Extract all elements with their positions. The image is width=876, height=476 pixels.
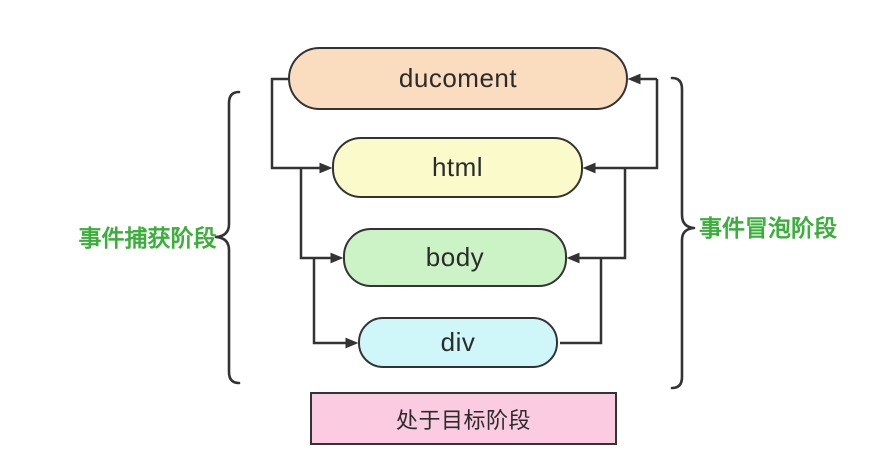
node-html: html [332, 137, 583, 198]
bubble-arrow-into-body [566, 168, 627, 264]
capture-phase-brace [214, 90, 241, 385]
node-ducoment-label: ducoment [398, 63, 518, 93]
target-phase-label: 处于目标阶段 [395, 407, 531, 433]
node-div: div [358, 317, 558, 368]
target-phase-box: 处于目标阶段 [310, 392, 617, 445]
bubble-arrow-into-html [582, 79, 659, 174]
node-html-label: html [431, 152, 484, 182]
bubble-phase-label: 事件冒泡阶段 [699, 215, 837, 241]
node-div-label: div [440, 327, 476, 357]
capture-line-body-to-div [312, 258, 359, 349]
bubble-line-div-to-body [560, 258, 603, 345]
capture-line-ducoment-to-html [270, 77, 333, 174]
node-body-label: body [425, 242, 485, 272]
bubble-phase-brace [670, 76, 696, 390]
node-body: body [343, 228, 567, 287]
node-ducoment: ducoment [288, 47, 628, 110]
capture-phase-label: 事件捕获阶段 [78, 225, 217, 251]
capture-line-html-to-body [299, 168, 344, 264]
